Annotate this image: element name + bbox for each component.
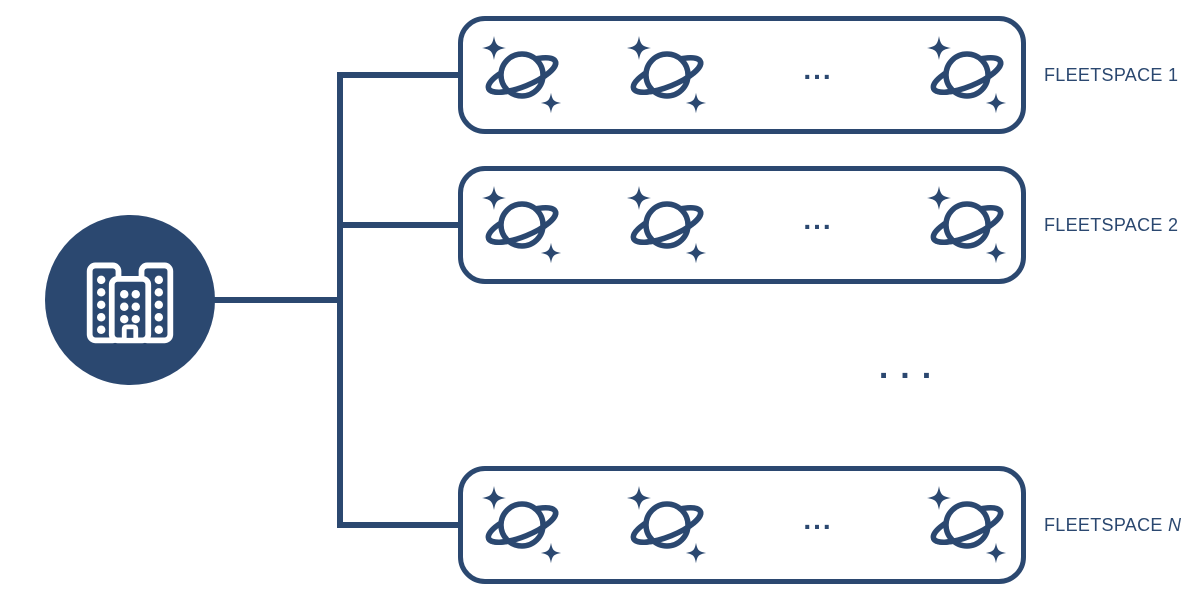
fleetspace-n-box: ...	[458, 466, 1026, 584]
planet-icon	[472, 33, 568, 117]
more-planets-ellipsis: ...	[803, 54, 833, 85]
connector-branch-fleetspace-n	[337, 522, 463, 528]
fleetspace-label-suffix: N	[1168, 515, 1182, 535]
connector-branch-fleetspace-1	[337, 72, 463, 78]
fleetspace-n-label: FLEETSPACE N	[1044, 514, 1181, 536]
more-planets-ellipsis: ...	[803, 204, 833, 235]
planet-icon	[917, 183, 1013, 267]
connector-branch-fleetspace-2	[337, 222, 463, 228]
more-planets-ellipsis: ...	[803, 504, 833, 535]
organization-hub-node	[45, 215, 215, 385]
planet-icon	[617, 183, 713, 267]
fleetspace-label-prefix: FLEETSPACE	[1044, 515, 1163, 535]
fleetspace-2-label: FLEETSPACE 2	[1044, 214, 1178, 236]
fleetspace-label-suffix: 2	[1168, 215, 1179, 235]
fleetspace-label-prefix: FLEETSPACE	[1044, 215, 1163, 235]
connector-trunk	[337, 72, 343, 528]
planet-icon	[472, 483, 568, 567]
more-fleetspaces-ellipsis: ...	[878, 348, 944, 386]
planet-icon	[617, 483, 713, 567]
buildings-icon	[86, 262, 174, 344]
fleetspace-label-suffix: 1	[1168, 65, 1179, 85]
connector-hub-to-trunk	[210, 297, 343, 303]
planet-icon	[472, 183, 568, 267]
fleetspace-2-box: ...	[458, 166, 1026, 284]
planet-icon	[617, 33, 713, 117]
fleetspace-1-label: FLEETSPACE 1	[1044, 64, 1178, 86]
fleetspace-label-prefix: FLEETSPACE	[1044, 65, 1163, 85]
planet-icon	[917, 33, 1013, 117]
fleetspace-1-box: ...	[458, 16, 1026, 134]
planet-icon	[917, 483, 1013, 567]
